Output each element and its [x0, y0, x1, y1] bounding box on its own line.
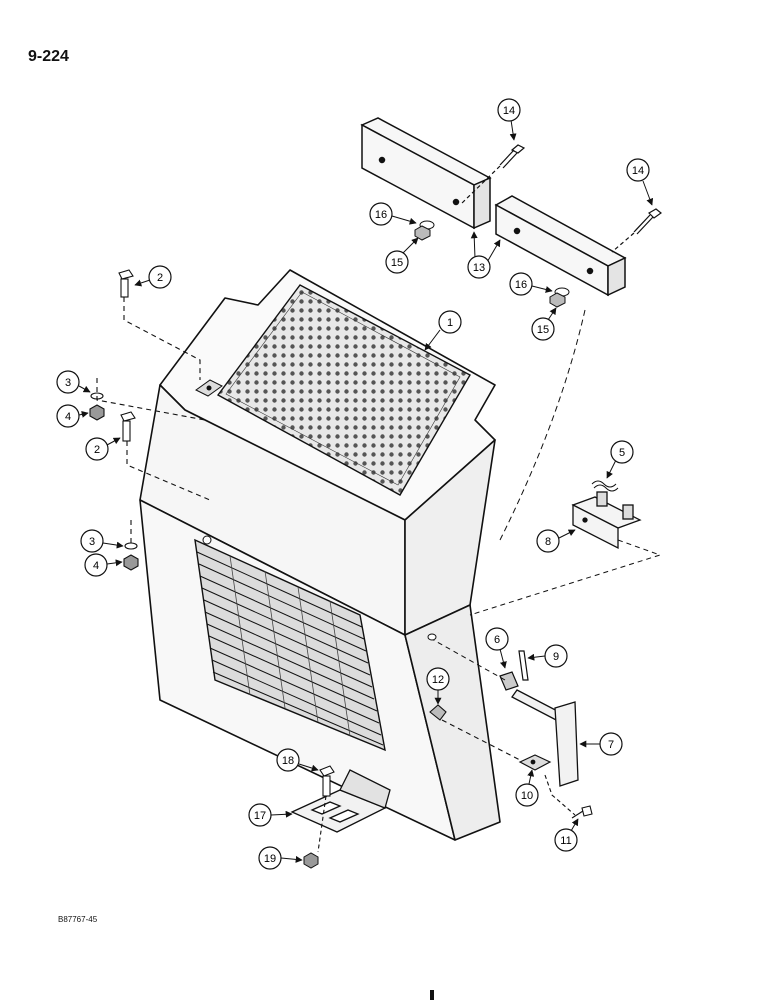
callout-14-upper: 14 — [497, 98, 521, 141]
callout-label: 15 — [391, 257, 403, 269]
bracket-17 — [290, 769, 391, 833]
callout-3-lower: 3 — [80, 529, 124, 553]
callout-label: 18 — [282, 755, 294, 767]
callout-12: 12 — [426, 667, 450, 705]
callout-11: 11 — [554, 818, 579, 852]
callout-16-lower: 16 — [509, 272, 553, 296]
bolt-18 — [317, 765, 335, 853]
callout-15-upper: 15 — [385, 237, 419, 274]
callout-5: 5 — [606, 440, 634, 479]
callout-15-lower: 15 — [531, 307, 557, 341]
figure-code: B87767-45 — [58, 915, 98, 924]
callout-2-top: 2 — [134, 265, 172, 289]
perforated-top-screen — [216, 284, 471, 496]
callout-1: 1 — [424, 310, 462, 351]
nut-15-lower — [549, 287, 570, 308]
callout-4-upper: 4 — [56, 404, 89, 428]
callout-label: 16 — [375, 209, 387, 221]
mount-tab — [195, 379, 223, 397]
callout-label: 4 — [93, 560, 99, 572]
callout-label: 16 — [515, 279, 527, 291]
nut-15-upper — [414, 220, 435, 241]
callout-2-lower: 2 — [85, 437, 121, 461]
bolt-14-lower — [611, 208, 662, 253]
callout-10: 10 — [515, 769, 539, 807]
pin-9 — [518, 650, 529, 681]
callout-17: 17 — [248, 803, 293, 827]
callout-13: 13 — [467, 231, 501, 279]
nut-19 — [303, 852, 319, 869]
callout-label: 11 — [560, 835, 571, 847]
callout-label: 6 — [494, 634, 500, 646]
callout-14-lower: 14 — [626, 158, 654, 206]
callout-label: 19 — [264, 853, 276, 865]
clip-10 — [518, 754, 552, 771]
callout-label: 1 — [447, 317, 453, 329]
page-mark — [430, 990, 434, 1000]
callout-label: 12 — [432, 674, 444, 686]
callout-label: 7 — [608, 739, 614, 751]
hinge-arm-7 — [511, 689, 579, 787]
spring-5 — [591, 480, 619, 492]
screw-11 — [544, 774, 593, 819]
callout-label: 2 — [157, 272, 163, 284]
callout-label: 10 — [521, 790, 533, 802]
bushing-6 — [499, 671, 519, 691]
callout-19: 19 — [258, 846, 303, 870]
callout-label: 8 — [545, 536, 551, 548]
callout-3-upper: 3 — [56, 370, 91, 394]
counterweight-lower — [494, 195, 627, 297]
callout-label: 17 — [254, 810, 266, 822]
callout-label: 15 — [537, 324, 549, 336]
bolt-14-upper — [459, 144, 526, 206]
latch-12 — [429, 704, 521, 761]
hinge-hole — [427, 633, 437, 641]
callout-label: 2 — [94, 444, 100, 456]
front-grille — [194, 535, 386, 752]
page-number: 9-224 — [28, 48, 69, 65]
callout-18: 18 — [276, 748, 319, 772]
callout-label: 13 — [473, 262, 485, 274]
callout-7: 7 — [579, 732, 623, 756]
nut-set-lower — [123, 520, 139, 571]
callout-6: 6 — [485, 627, 509, 669]
counterweight-upper — [360, 117, 492, 230]
callout-label: 14 — [503, 105, 515, 117]
callout-4-lower: 4 — [84, 553, 123, 577]
leader-dashed-curve — [499, 309, 586, 541]
nut-set-upper — [89, 378, 206, 421]
callout-label: 9 — [553, 651, 559, 663]
callout-label: 14 — [632, 165, 644, 177]
bolt-2-top — [118, 269, 201, 380]
callout-8: 8 — [536, 529, 576, 553]
callout-label: 4 — [65, 411, 71, 423]
callout-16-upper: 16 — [369, 202, 417, 226]
callout-9: 9 — [527, 644, 568, 668]
callout-label: 5 — [619, 447, 625, 459]
callout-label: 3 — [65, 377, 71, 389]
bolt-2-lower — [120, 411, 211, 501]
hinge-bracket-8 — [571, 491, 642, 550]
callout-label: 3 — [89, 536, 95, 548]
leader-dashed-8 — [469, 539, 662, 616]
